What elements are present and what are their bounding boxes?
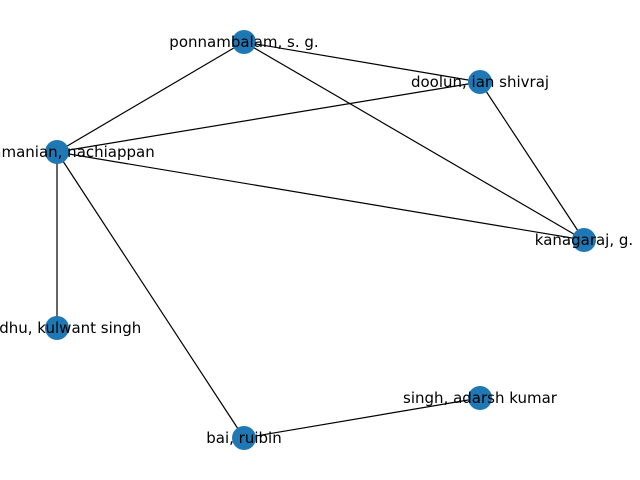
edges-layer (56, 41, 585, 439)
labels-layer: ponnambalam, s. g. doolun, ian shivraj sub… (0, 33, 633, 447)
node-subramanian (45, 140, 69, 164)
node-label-ponnambalam: ponnambalam, s. g. (169, 33, 318, 51)
node-label-ruibin: bai, ruibin (206, 429, 281, 447)
node-kulwant (45, 316, 69, 340)
node-label-adarsh: singh, adarsh kumar (403, 389, 558, 407)
node-label-kulwant: sandhu, kulwant singh (0, 319, 141, 337)
edge-ruibin-adarsh (243, 397, 481, 439)
edge-ponnambalam-subramanian (56, 41, 245, 153)
edge-ponnambalam-doolun (243, 41, 481, 83)
node-label-kanagaraj: kanagaraj, g. (535, 231, 633, 249)
node-kanagaraj (572, 228, 596, 252)
node-label-doolun: doolun, ian shivraj (411, 73, 549, 91)
edge-subramanian-ruibin (56, 151, 245, 439)
nodes-layer (45, 30, 596, 450)
node-ruibin (232, 426, 256, 450)
edge-doolun-kanagaraj (479, 81, 585, 241)
node-label-subramanian: subramanian, nachiappan (0, 143, 155, 161)
node-ponnambalam (232, 30, 256, 54)
edge-subramanian-kanagaraj (56, 151, 585, 241)
edge-ponnambalam-kanagaraj (243, 41, 585, 241)
edge-doolun-subramanian (56, 81, 481, 153)
node-adarsh (468, 386, 492, 410)
node-doolun (468, 70, 492, 94)
